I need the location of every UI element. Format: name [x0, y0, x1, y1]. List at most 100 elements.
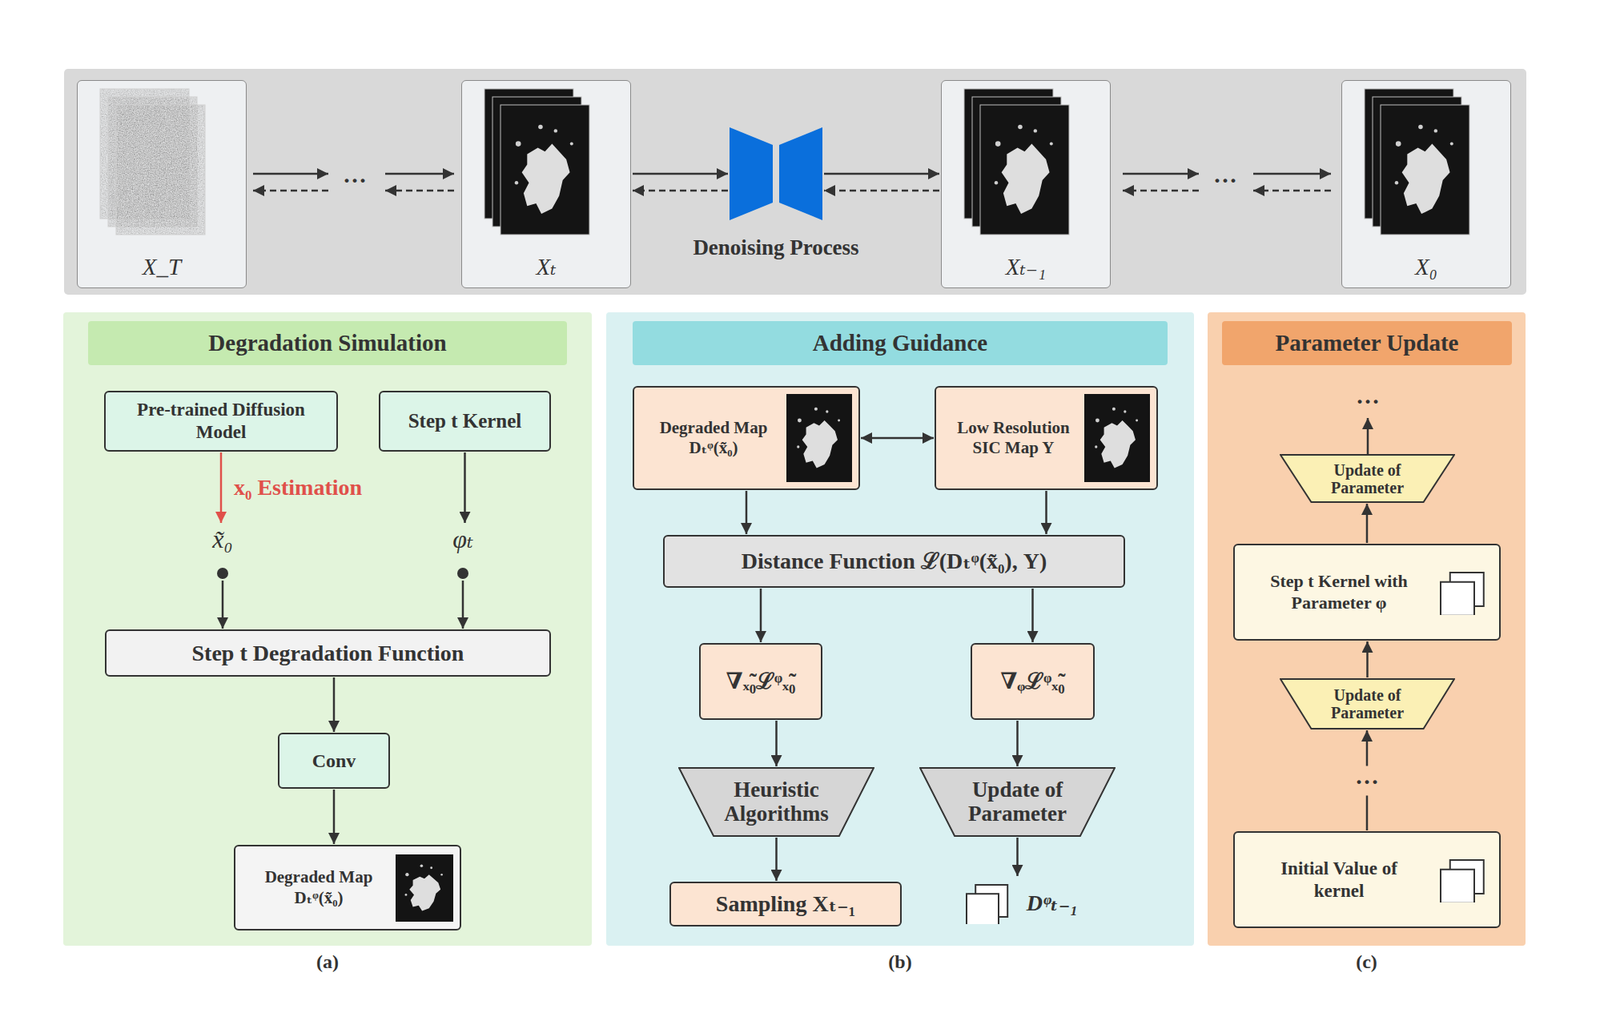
ice-island — [440, 872, 443, 876]
sic-map — [1084, 393, 1150, 483]
process-box: Distance Function ℒ(Dₜᵠ(x̃₀), Y) — [663, 534, 1126, 588]
edge-label: ··· — [1351, 765, 1383, 796]
box-text: Update of Parameter — [952, 778, 1082, 826]
ice-island — [515, 140, 522, 147]
ice-island — [994, 180, 998, 185]
connector — [824, 172, 940, 176]
trapezoid-step: Heuristic Algorithms — [678, 767, 875, 837]
box-text: Low Resolution SIC Map Y — [942, 418, 1085, 459]
kernel-box: Initial Value of kernel — [1233, 831, 1501, 929]
junction-dot — [457, 567, 469, 579]
ice-extent — [1001, 144, 1050, 214]
connector — [759, 588, 763, 643]
ice-island — [796, 445, 800, 448]
connector — [632, 172, 728, 176]
panel-ground — [63, 312, 592, 946]
forward-arrow — [385, 172, 455, 176]
ice-island — [430, 866, 433, 869]
sic-stack: Xₜ — [461, 80, 632, 289]
box-text: Step t Kernel with Parameter φ — [1258, 570, 1420, 614]
forward-arrow — [1122, 172, 1199, 176]
ice-island — [554, 128, 558, 133]
ice-extent — [409, 874, 441, 911]
ellipsis: ··· — [342, 166, 367, 193]
connector — [775, 720, 778, 767]
reverse-connector — [824, 189, 940, 193]
kernel-icon — [1438, 570, 1488, 616]
process-box: Step t Degradation Function — [104, 629, 551, 677]
ice-island — [1418, 124, 1424, 130]
network-half — [779, 127, 823, 221]
ice-island — [1049, 142, 1054, 146]
ice-island — [1434, 128, 1438, 133]
panel-heading: Adding Guidance — [632, 321, 1168, 366]
hourglass-icon — [729, 127, 823, 221]
junction-dot — [216, 566, 230, 580]
ice-extent — [1402, 144, 1451, 214]
ice-island — [995, 140, 1002, 147]
box-text: Step t Kernel — [408, 409, 523, 434]
trapezoid-outline — [679, 767, 874, 837]
junction-dot — [456, 566, 470, 580]
gradient-box: ∇ₓ̃₀ℒᵠₓ̃₀ — [699, 643, 823, 720]
ice-island — [1394, 180, 1399, 185]
ice-island — [1450, 142, 1454, 146]
ellipsis: ··· — [1213, 166, 1238, 193]
trapezoid-step: Update of Parameter — [1279, 678, 1456, 730]
connector — [333, 677, 336, 732]
forward-arrow — [1253, 172, 1331, 176]
kernel-icon — [966, 893, 999, 925]
ice-island — [814, 407, 818, 411]
junction-dot — [217, 567, 229, 579]
trapezoid-step: Update of Parameter — [919, 767, 1116, 837]
connector — [775, 837, 778, 881]
process-box: Pre-trained Diffusion Model — [104, 390, 338, 452]
process-band — [64, 68, 1527, 295]
frame-border — [116, 104, 206, 235]
ice-island — [538, 124, 543, 130]
map-frame — [786, 393, 853, 483]
panel: (a)Degradation SimulationPre-trained Dif… — [63, 312, 592, 946]
forward-arrow — [253, 172, 329, 176]
kernel-icon — [1440, 868, 1475, 902]
ice-extent — [522, 144, 571, 214]
box-text: ∇ᵩℒᵠₓ̃₀ — [1000, 667, 1065, 696]
ice-island — [1033, 128, 1038, 133]
trapezoid-outline — [920, 767, 1115, 837]
box-text: ∇ₓ̃₀ℒᵠₓ̃₀ — [726, 667, 796, 696]
connector — [745, 490, 748, 535]
frame-label: Xₜ — [536, 253, 557, 282]
ice-island — [1395, 140, 1402, 147]
connector — [860, 437, 934, 440]
map-frame — [980, 104, 1070, 235]
box-text: Degraded Map Dₜᵠ(x̃₀) — [640, 418, 787, 459]
connector — [462, 580, 465, 629]
ice-island — [1094, 445, 1098, 448]
kernel-box: Step t Kernel with Parameter φ — [1233, 543, 1501, 641]
panel-ground — [606, 312, 1194, 946]
ellipsis: ··· — [1355, 387, 1380, 415]
box-text: Conv — [312, 749, 357, 773]
panel-ground — [1207, 312, 1526, 946]
connector — [220, 452, 223, 523]
variable-node: x̃₀ — [194, 523, 251, 580]
panel-caption: (a) — [63, 950, 592, 974]
connector — [221, 580, 225, 629]
ice-island — [797, 418, 802, 423]
heading-text: Adding Guidance — [812, 329, 988, 358]
ice-island — [514, 180, 519, 185]
ice-island — [1017, 124, 1023, 130]
heading-text: Degradation Simulation — [208, 329, 447, 358]
panel-caption: (c) — [1207, 950, 1526, 974]
connector — [1016, 837, 1019, 877]
kernel-icon — [1438, 857, 1488, 903]
ice-island — [420, 864, 424, 868]
sic-stack: X₀ — [1341, 80, 1512, 289]
reverse-arrow — [253, 189, 329, 193]
connector — [1031, 588, 1034, 643]
gradient-box: ∇ᵩℒᵠₓ̃₀ — [970, 643, 1095, 720]
ice-island — [570, 142, 574, 146]
edge-label: x₀ Estimation — [233, 475, 362, 501]
trapezoid-outline — [1280, 679, 1455, 729]
box-text: Step t Degradation Function — [192, 639, 465, 668]
